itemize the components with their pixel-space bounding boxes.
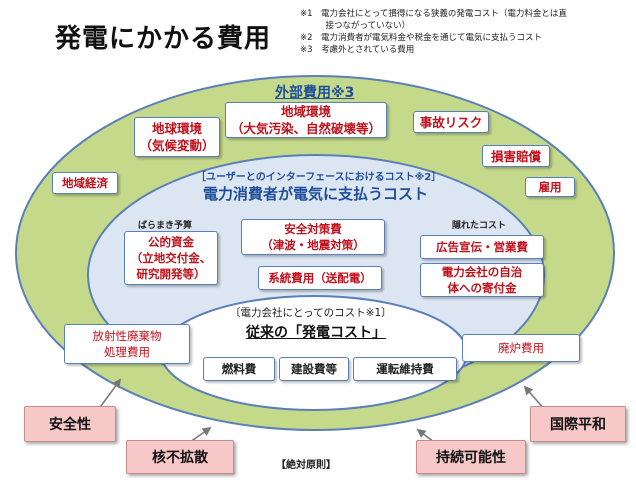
footnotes: ※1 電力会社にとって損得になる狭義の発電コスト（電力料金とは直 接つながってい… — [300, 8, 630, 56]
footnote-1: ※1 電力会社にとって損得になる狭義の発電コスト（電力料金とは直 — [300, 9, 567, 19]
box-decommissioning: 廃炉費用 — [462, 334, 580, 362]
box-employment: 雇用 — [525, 177, 575, 197]
box-local-economy: 地域経済 — [52, 172, 118, 194]
box-damage-compensation: 損害賠償 — [482, 145, 550, 167]
page-title: 発電にかかる費用 — [55, 24, 272, 54]
arrow-safety — [97, 378, 122, 411]
label-pork-barrel-budget: ばらまき予算 — [138, 221, 193, 231]
box-radioactive-waste: 放射性廃棄物 処理費用 — [64, 324, 190, 364]
principle-international-peace: 国際平和 — [530, 406, 626, 442]
box-advertising-sales: 広告宣伝・営業費 — [420, 235, 544, 259]
box-public-funds: 公的資金 （立地交付金、 研究開発等） — [124, 231, 218, 285]
box-grid-costs: 系統費用（送配電） — [258, 266, 382, 290]
box-safety-measures: 安全対策費 （津波・地震対策） — [241, 219, 385, 255]
principle-safety: 安全性 — [24, 406, 116, 442]
generation-costs-subtitle: 〔電力会社にとってのコスト※1〕 — [230, 307, 392, 319]
consumer-costs-title: 電力消費者が電気に支払うコスト — [203, 185, 429, 203]
box-construction-cost: 建設費等 — [279, 357, 349, 381]
external-costs-title: 外部費用※3 — [275, 85, 355, 101]
footnote-3: ※3 考慮外とされている費用 — [300, 45, 415, 55]
footnote-1-cont: 接つながっていない） — [300, 21, 411, 31]
box-accident-risk: 事故リスク — [413, 111, 489, 133]
box-fuel-cost: 燃料費 — [203, 357, 275, 381]
absolute-principles-label: 【絶対原則】 — [276, 460, 336, 471]
label-hidden-costs: 隠れたコスト — [452, 221, 507, 231]
box-donations-to-municipalities: 電力会社の自治 体への寄付金 — [420, 263, 544, 297]
principle-nonproliferation: 核不拡散 — [126, 440, 234, 474]
generation-costs-title: 従来の「発電コスト」 — [246, 325, 386, 341]
box-operation-maintenance: 運転維持費 — [353, 357, 457, 381]
footnote-2: ※2 電力消費者が電気料金や税金を通じて電気に支払うコスト — [300, 33, 543, 43]
box-global-environment: 地球環境 （気候変動） — [134, 117, 220, 157]
box-local-environment: 地域環境 （大気汚染、自然破壊等） — [225, 102, 387, 138]
principle-sustainability: 持続可能性 — [416, 440, 526, 474]
consumer-costs-subtitle: ［ユーザーとのインターフェースにおけるコスト※2］ — [196, 172, 442, 183]
